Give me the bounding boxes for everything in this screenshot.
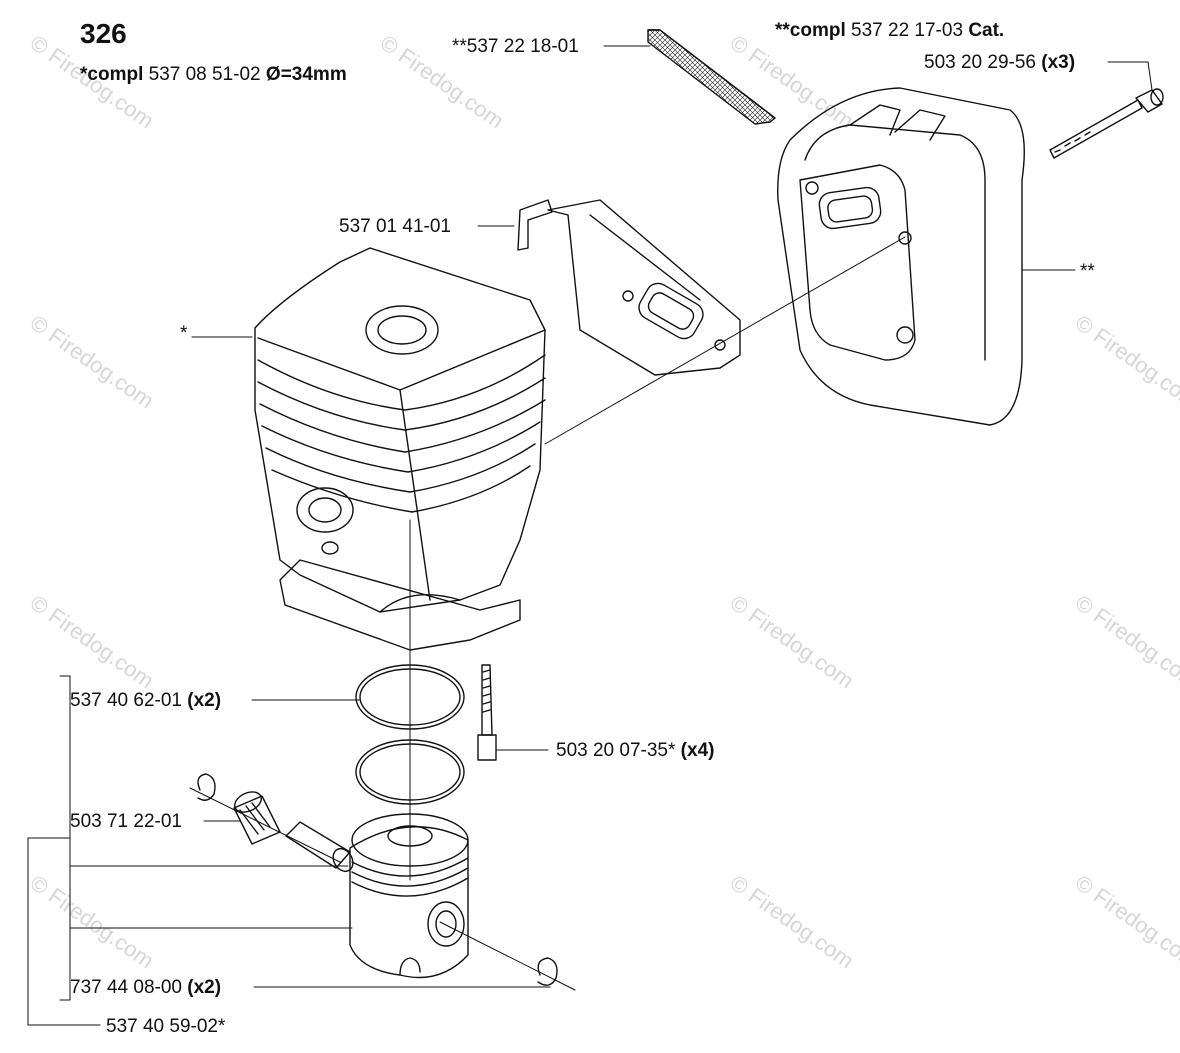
label-needle-bearing: 503 71 22-01 [70,811,182,832]
cylinder-bolt-part: 503 20 07-35* [556,740,676,761]
label-piston-ring: 537 40 62-01 (x2) [70,691,221,710]
needle-bearing [233,791,281,845]
piston-pin [285,821,354,873]
cylinder-compl-spec: Ø=34mm [265,64,347,85]
piston-ring [355,664,465,730]
piston-ring-part: 537 40 62-01 [70,690,182,711]
label-circlip: 737 44 08-00 (x2) [70,978,221,997]
muffler-compl-suffix: Cat. [968,20,1005,41]
label-screen: **537 22 18-01 [452,36,579,57]
piston-ring [355,739,465,805]
circlip-part: 737 44 08-00 [70,977,182,998]
cylinder-compl-note: *compl 537 08 51-02 Ø=34mm [80,65,347,84]
label-muffler-bolt: 503 20 29-56 (x3) [924,53,1075,72]
cylinder-compl-part: 537 08 51-02 [148,64,261,85]
cylinder [254,247,546,651]
piston [349,813,469,979]
muffler-compl-note: **compl 537 22 17-03 Cat. [775,21,1004,40]
cylinder-bolt [477,664,497,761]
circlip [537,957,558,986]
cylinder-compl-prefix: *compl [80,64,144,85]
label-piston-kit: 537 40 59-02* [106,1016,226,1037]
label-muffler-marker: ** [1080,261,1095,282]
muffler-bolt [1049,88,1164,159]
circlip-qty: (x2) [187,977,222,998]
circlip [197,773,216,801]
label-cylinder-bolt: 503 20 07-35* (x4) [556,741,714,760]
cylinder-bolt-qty: (x4) [680,740,715,761]
muffler [777,87,1025,426]
leader-lines [27,45,1153,1026]
spark-arrestor-screen [647,29,776,125]
label-bracket: 537 01 41-01 [339,216,451,237]
piston-ring-qty: (x2) [187,690,222,711]
muffler-compl-part: 537 22 17-03 [851,20,964,41]
muffler-bolt-part: 503 20 29-56 [924,52,1036,73]
page-number: 326 [80,18,127,49]
heat-shield-bracket [517,199,741,376]
muffler-compl-prefix: **compl [775,20,846,41]
label-cylinder-marker: * [180,323,188,344]
muffler-bolt-qty: (x3) [1041,52,1076,73]
